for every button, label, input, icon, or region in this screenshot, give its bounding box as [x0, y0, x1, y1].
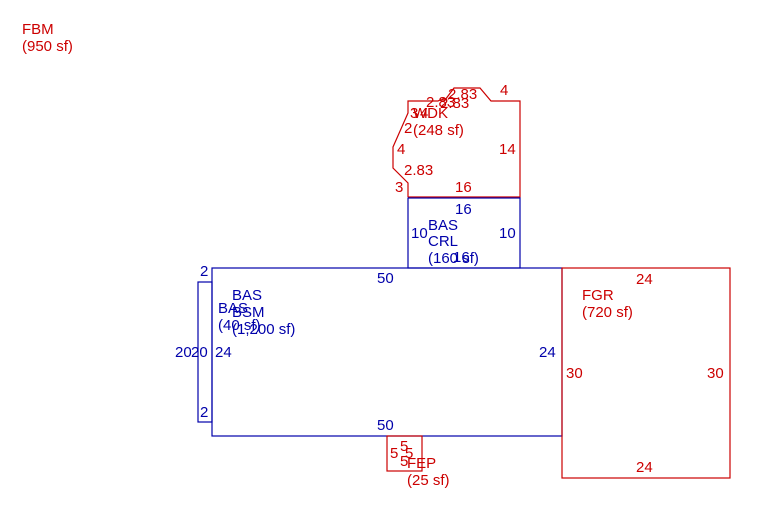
fep-dim-top: 5: [400, 438, 408, 455]
fep-area: (25 sf): [407, 472, 450, 489]
wdk-dim-left-b: 2.83: [404, 162, 433, 179]
crl-dim-bottom: 16: [453, 249, 470, 266]
wdk-dim-bottom: 16: [455, 179, 472, 196]
bas-small-dim-right: 20: [191, 344, 208, 361]
fep-outline: [386, 435, 423, 472]
fgr-dim-bottom: 24: [636, 459, 653, 476]
bsm-name2: BSM: [232, 304, 265, 321]
wdk-dim-left-c: 3: [395, 179, 403, 196]
fbm-area: (950 sf): [22, 38, 73, 55]
bsm-dim-top: 50: [377, 270, 394, 287]
bsm-outline: [211, 267, 563, 437]
fbm-name: FBM: [22, 21, 54, 38]
wdk-outline: [392, 87, 521, 198]
crl-area: (160 sf): [428, 250, 479, 267]
wdk-dim-inner-a: 2.83: [426, 94, 455, 111]
wdk-name: WDK: [413, 105, 448, 122]
fgr-dim-left: 30: [566, 365, 583, 382]
wdk-dim-top-b: 4: [500, 82, 508, 99]
fep-dim-right: 5: [405, 445, 413, 462]
bsm-name: BAS: [232, 287, 262, 304]
crl-dim-right: 10: [499, 225, 516, 242]
bas-small-dim-top: 2: [200, 263, 208, 280]
fgr-outline: [561, 267, 731, 479]
crl-dim-left: 10: [411, 225, 428, 242]
fgr-area: (720 sf): [582, 304, 633, 321]
bas-small-dim-bottom: 2: [200, 404, 208, 421]
fgr-dim-top: 24: [636, 271, 653, 288]
fep-name: FEP: [407, 455, 436, 472]
fgr-dim-right: 30: [707, 365, 724, 382]
fep-dim-left: 5: [390, 445, 398, 462]
bas-small-name: BAS: [218, 300, 248, 317]
wdk-dim-left-a: 4: [397, 141, 405, 158]
crl-dim-top: 16: [455, 201, 472, 218]
bas-small-outline: [197, 281, 213, 423]
bsm-dim-bottom: 50: [377, 417, 394, 434]
wdk-dim-inner-b: 2.83: [440, 95, 469, 112]
crl-name2: CRL: [428, 233, 458, 250]
wdk-dim-right: 14: [499, 141, 516, 158]
wdk-dim-inner-d: 4: [420, 105, 428, 122]
bsm-dim-left: 24: [215, 344, 232, 361]
wdk-dim-top-a: 2.83: [448, 86, 477, 103]
wdk-area: (248 sf): [413, 122, 464, 139]
bas-small-area: (40 sf): [218, 317, 261, 334]
fep-dim-bottom: 5: [400, 453, 408, 470]
wdk-dim-inner-e: 2: [404, 120, 412, 137]
bsm-dim-right: 24: [539, 344, 556, 361]
fgr-name: FGR: [582, 287, 614, 304]
bsm-area: (1,200 sf): [232, 321, 295, 338]
bas-small-dim-left: 20: [175, 344, 192, 361]
crl-name: BAS: [428, 217, 458, 234]
wdk-dim-inner-c: 3: [410, 105, 418, 122]
